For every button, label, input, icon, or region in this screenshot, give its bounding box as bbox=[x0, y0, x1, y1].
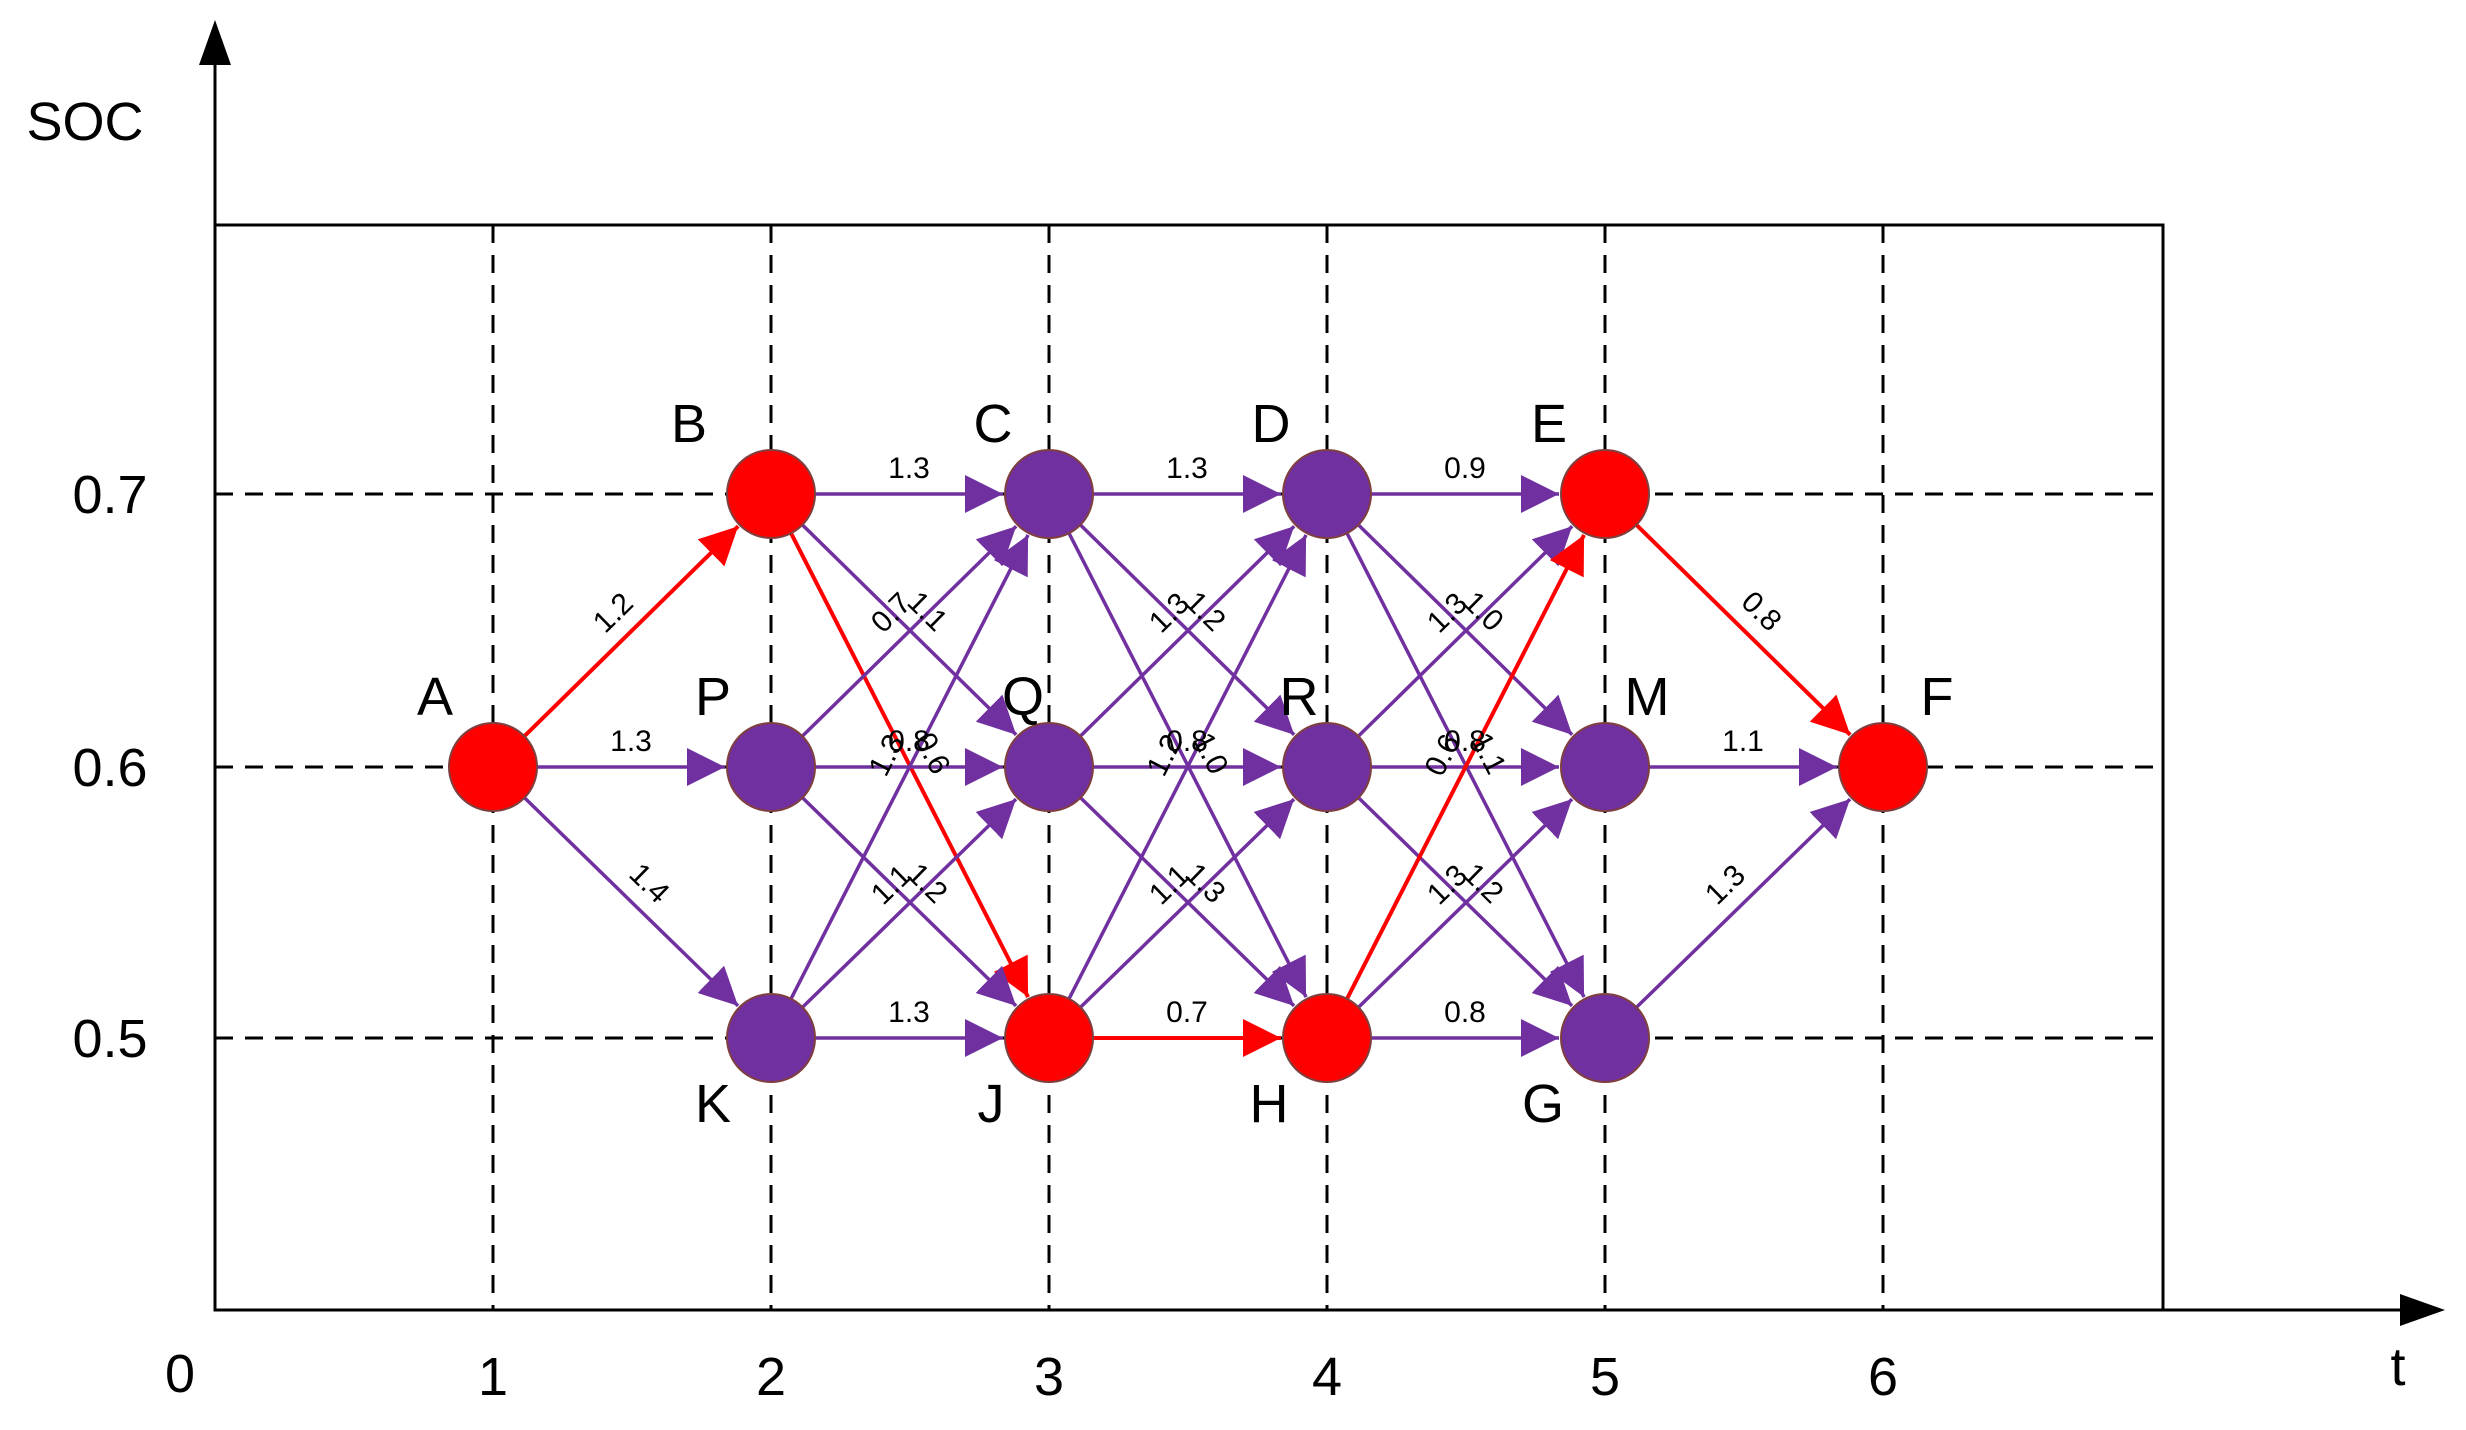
edge-H-E bbox=[1345, 534, 1586, 1000]
x-tick-label: 3 bbox=[1034, 1347, 1064, 1407]
node-label: K bbox=[695, 1074, 731, 1134]
node-label: J bbox=[978, 1074, 1005, 1134]
x-axis-arrowhead bbox=[2400, 1294, 2445, 1326]
node-B bbox=[726, 449, 816, 539]
node-label: E bbox=[1531, 394, 1567, 454]
y-tick-label: 0.5 bbox=[72, 1009, 147, 1069]
x-tick-label: 4 bbox=[1312, 1347, 1342, 1407]
edge-E-F bbox=[1634, 523, 1852, 737]
node-K bbox=[726, 993, 816, 1083]
x-tick-label: 2 bbox=[756, 1347, 786, 1407]
node-F bbox=[1838, 722, 1928, 812]
edge-weight-label: 0.8 bbox=[1166, 725, 1208, 758]
y-axis-title: SOC bbox=[26, 92, 143, 152]
node-label: R bbox=[1280, 667, 1319, 727]
edge-weight-label: 1.1 bbox=[1722, 725, 1764, 758]
edge-weight-label: 1.3 bbox=[888, 996, 930, 1029]
origin-label: 0 bbox=[165, 1344, 195, 1404]
edge-weight-label: 0.7 bbox=[1166, 996, 1208, 1029]
x-tick-label: 6 bbox=[1868, 1347, 1898, 1407]
node-H bbox=[1282, 993, 1372, 1083]
edge-weight-label: 1.3 bbox=[610, 725, 652, 758]
node-label: Q bbox=[1002, 667, 1044, 727]
node-label: G bbox=[1522, 1074, 1564, 1134]
axes-layer bbox=[199, 20, 2445, 1326]
node-D bbox=[1282, 449, 1372, 539]
node-label: H bbox=[1250, 1074, 1289, 1134]
node-label: C bbox=[974, 394, 1013, 454]
node-C bbox=[1004, 449, 1094, 539]
edge-weight-label: 0.9 bbox=[1444, 452, 1486, 485]
edge-A-K bbox=[523, 796, 740, 1008]
x-tick-label: 1 bbox=[478, 1347, 508, 1407]
node-A bbox=[448, 722, 538, 812]
node-label: M bbox=[1625, 667, 1670, 727]
node-M bbox=[1560, 722, 1650, 812]
edge-weight-label: 1.3 bbox=[888, 452, 930, 485]
edge-K-C bbox=[789, 534, 1030, 1000]
edge-Q-D bbox=[1079, 524, 1296, 738]
edge-weight-label: 0.8 bbox=[1444, 996, 1486, 1029]
edge-G-F bbox=[1635, 797, 1852, 1009]
edge-weight-label: 1.3 bbox=[1166, 452, 1208, 485]
y-axis-arrowhead bbox=[199, 20, 231, 65]
x-axis-title: t bbox=[2390, 1337, 2405, 1397]
node-label: B bbox=[671, 394, 707, 454]
x-tick-label: 5 bbox=[1590, 1347, 1620, 1407]
node-P bbox=[726, 722, 816, 812]
edge-K-Q bbox=[801, 797, 1018, 1009]
y-tick-label: 0.6 bbox=[72, 738, 147, 798]
node-E bbox=[1560, 449, 1650, 539]
edge-R-E bbox=[1357, 524, 1574, 738]
y-tick-label: 0.7 bbox=[72, 465, 147, 525]
edge-weight-label: 0.8 bbox=[888, 725, 930, 758]
edge-weight-label: 0.8 bbox=[1444, 725, 1486, 758]
node-G bbox=[1560, 993, 1650, 1083]
node-layer bbox=[448, 449, 1928, 1083]
edge-J-R bbox=[1079, 797, 1296, 1009]
node-label: D bbox=[1252, 394, 1291, 454]
node-J bbox=[1004, 993, 1094, 1083]
node-label: F bbox=[1921, 667, 1954, 727]
node-Q bbox=[1004, 722, 1094, 812]
node-label: A bbox=[417, 667, 453, 727]
edge-P-C bbox=[801, 524, 1018, 738]
node-label: P bbox=[695, 667, 731, 727]
edge-A-B bbox=[522, 524, 740, 738]
node-R bbox=[1282, 722, 1372, 812]
edge-layer bbox=[522, 475, 1852, 1057]
edge-J-D bbox=[1067, 534, 1308, 1000]
edge-H-M bbox=[1357, 797, 1574, 1009]
